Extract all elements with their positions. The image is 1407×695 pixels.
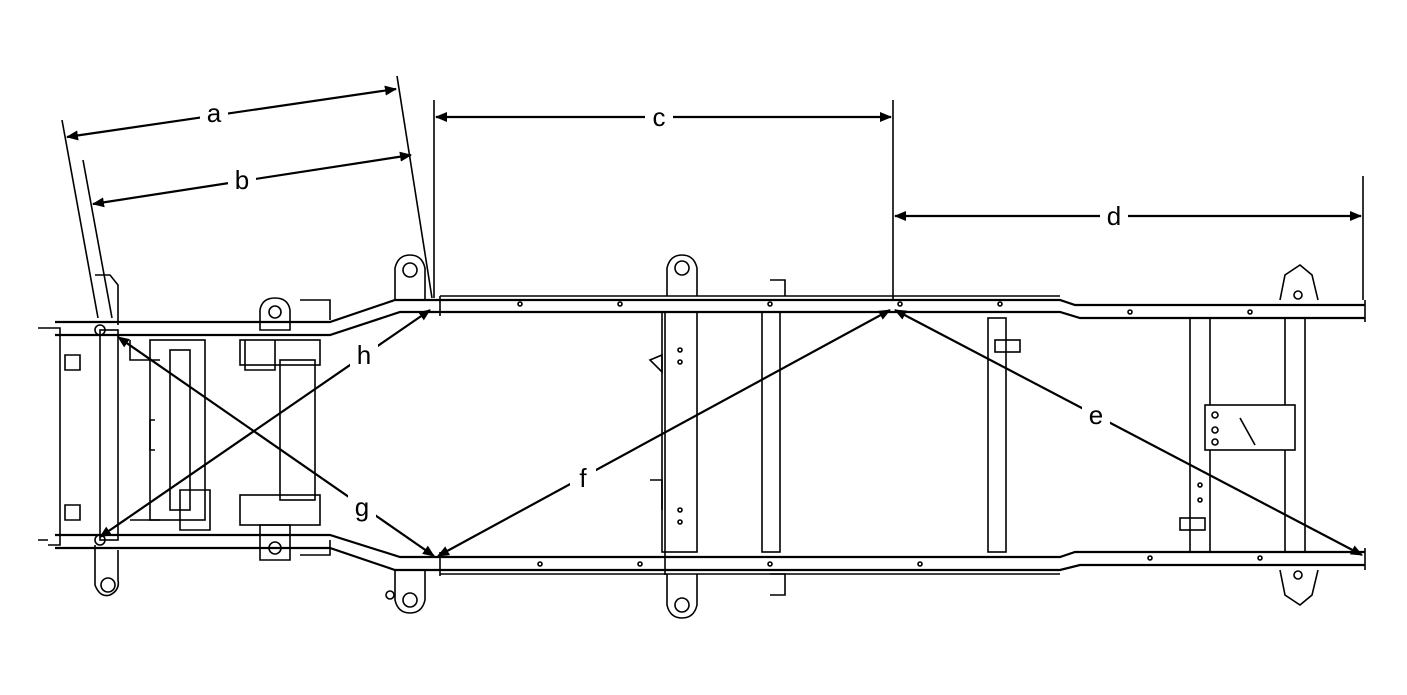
- diagonal-line-f: [437, 309, 891, 557]
- label-backgrounds: [200, 98, 1128, 526]
- front-body-mounts: [385, 254, 426, 614]
- rear-body-mounts: [1279, 264, 1319, 606]
- label-f: f: [579, 463, 587, 493]
- label-d: d: [1107, 201, 1121, 231]
- diagonal-line-g: [117, 336, 435, 557]
- rail-fasteners: [517, 301, 1263, 567]
- label-b: b: [235, 165, 249, 195]
- label-c: c: [653, 102, 666, 132]
- upper-frame-rail: [55, 295, 1366, 337]
- front-suspension-area: [129, 297, 331, 561]
- label-a: a: [207, 98, 222, 128]
- dimension-extension-lines: [61, 75, 1364, 319]
- dimension-line-a: [66, 85, 397, 141]
- label-e: e: [1089, 400, 1103, 430]
- lower-frame-rail: [55, 533, 1366, 576]
- crossmembers: [648, 311, 1306, 575]
- center-body-mounts: [666, 254, 786, 619]
- label-h: h: [357, 340, 371, 370]
- diagonal-line-e: [894, 309, 1363, 556]
- label-g: g: [355, 492, 369, 522]
